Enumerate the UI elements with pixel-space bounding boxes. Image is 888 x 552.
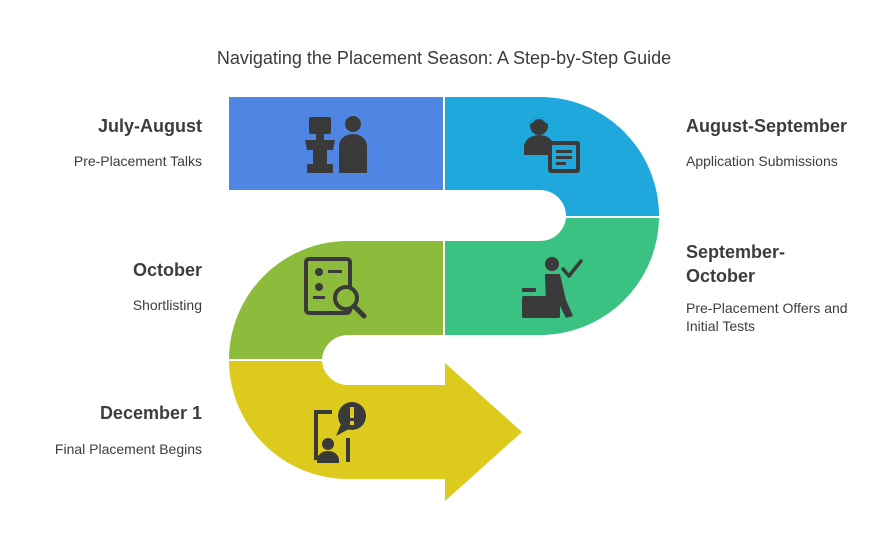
applicant-form-icon bbox=[524, 117, 580, 173]
step-4-heading: October bbox=[132, 260, 202, 280]
test-taker-check-icon bbox=[522, 257, 583, 318]
step-2-heading: August-September bbox=[686, 116, 848, 136]
segment-july-august bbox=[229, 97, 443, 190]
segment-december-1 bbox=[229, 361, 522, 501]
step-2-description: Application Submissions bbox=[686, 153, 838, 169]
step-1-heading: July-August bbox=[97, 116, 202, 136]
step-3-description: Pre-Placement Offers and Initial Tests bbox=[686, 300, 848, 334]
announcement-alert-icon bbox=[314, 402, 366, 463]
document-search-icon bbox=[304, 257, 367, 319]
presenter-icon bbox=[305, 116, 367, 173]
step-5-description: Final Placement Begins bbox=[54, 441, 202, 457]
step-3-heading: September-October bbox=[686, 242, 786, 286]
step-4-description: Shortlisting bbox=[132, 297, 202, 313]
step-5-heading: December 1 bbox=[99, 403, 202, 423]
diagram-title: Navigating the Placement Season: A Step-… bbox=[216, 48, 672, 68]
step-1-description: Pre-Placement Talks bbox=[73, 153, 202, 169]
